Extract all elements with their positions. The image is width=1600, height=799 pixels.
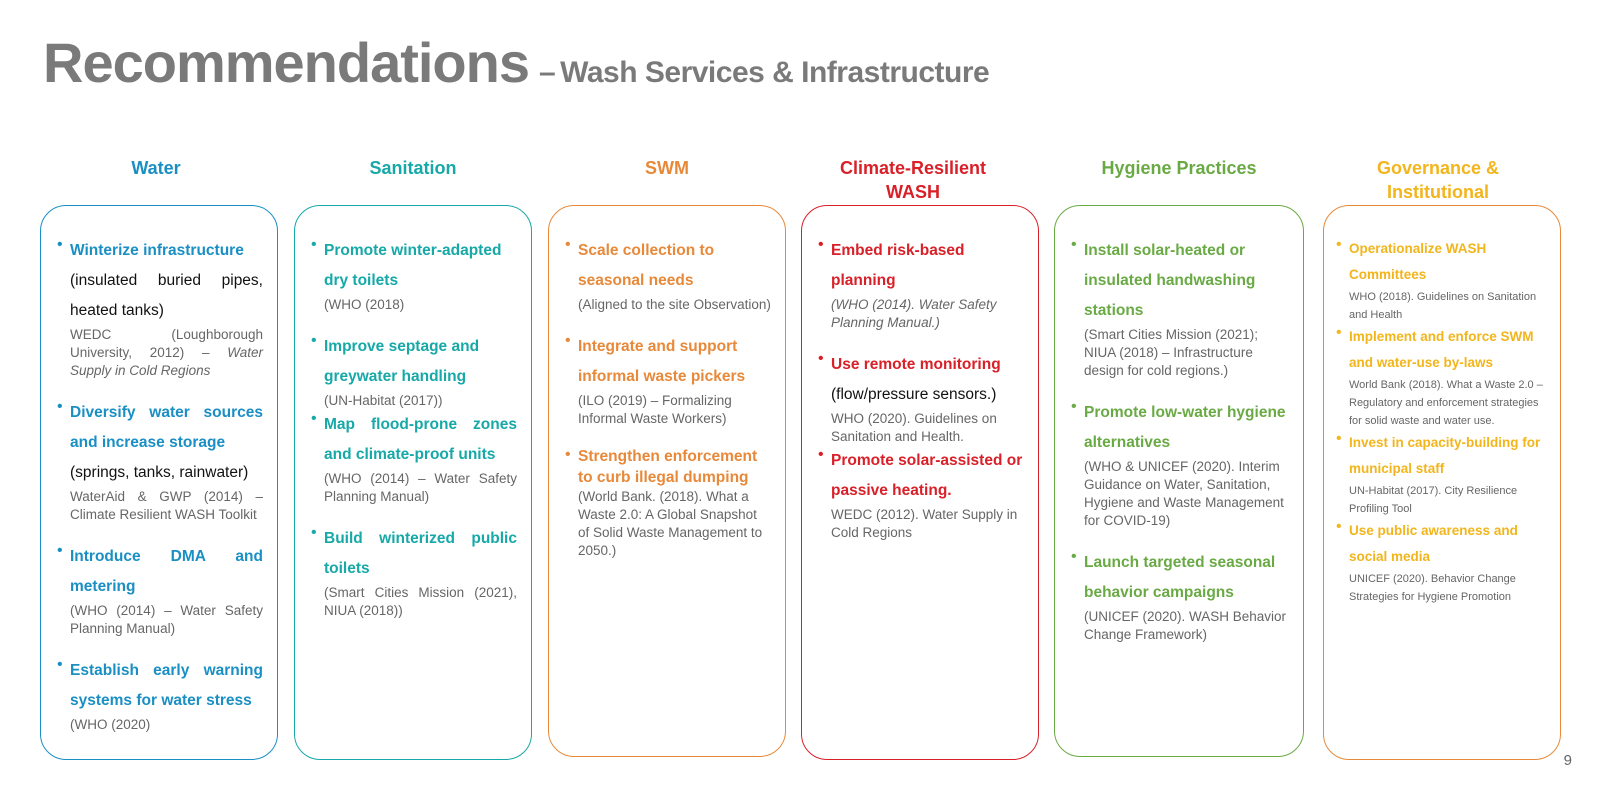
item-citation: (World Bank. (2018). What a Waste 2.0: A… bbox=[578, 489, 763, 558]
climate-heading: Climate-Resilient WASH bbox=[839, 158, 987, 202]
item-heading: Introduce DMA and metering bbox=[70, 548, 263, 595]
list-item: • Implement and enforce SWM and water-us… bbox=[1336, 324, 1546, 430]
item-citation: WHO (2020). Guidelines on Sanitation and… bbox=[831, 411, 997, 444]
governance-heading: Governance & Institutional bbox=[1376, 158, 1500, 202]
list-item: • Build winterized public toilets (Smart… bbox=[311, 524, 517, 618]
item-citation: UN-Habitat (2017). City Resilience Profi… bbox=[1349, 485, 1518, 515]
item-citation: (WHO & UNICEF (2020). Interim Guidance o… bbox=[1084, 459, 1284, 528]
item-citation: WEDC (2012). Water Supply in Cold Region… bbox=[831, 507, 1018, 540]
item-citation: UNICEF (2020). Behavior Change Strategie… bbox=[1349, 573, 1516, 603]
item-citation: World Bank (2018). What a Waste 2.0 – Re… bbox=[1349, 379, 1543, 427]
page-number: 9 bbox=[1563, 752, 1572, 769]
item-citation: WHO (2018). Guidelines on Sanitation and… bbox=[1349, 291, 1537, 321]
list-item: • Embed risk-based planning (WHO (2014).… bbox=[818, 236, 1024, 332]
hygiene-heading: Hygiene Practices bbox=[1101, 158, 1257, 178]
list-item: • Introduce DMA and metering (WHO (2014)… bbox=[57, 542, 263, 636]
list-item: • Install solar-heated or insulated hand… bbox=[1071, 236, 1289, 380]
hygiene-box: • Install solar-heated or insulated hand… bbox=[1054, 205, 1304, 757]
list-item: • Promote low-water hygiene alternatives… bbox=[1071, 398, 1289, 530]
list-item: • Use public awareness and social media … bbox=[1336, 518, 1546, 606]
list-item: • Invest in capacity-building for munici… bbox=[1336, 430, 1546, 518]
item-body: (insulated buried pipes, heated tanks) bbox=[70, 272, 263, 319]
list-item: • Use remote monitoring (flow/pressure s… bbox=[818, 350, 1024, 446]
item-citation: (Smart Cities Mission (2021), NIUA (2018… bbox=[324, 585, 517, 618]
item-citation: (WHO (2018) bbox=[324, 297, 405, 312]
title-dash: – bbox=[539, 56, 556, 89]
list-item: • Launch targeted seasonal behavior camp… bbox=[1071, 548, 1289, 644]
item-heading: Use public awareness and social media bbox=[1349, 523, 1518, 564]
sanitation-heading: Sanitation bbox=[369, 158, 457, 178]
title-main: Recommendations bbox=[43, 31, 530, 94]
item-citation: (UNICEF (2020). WASH Behavior Change Fra… bbox=[1084, 609, 1287, 642]
swm-box: • Scale collection to seasonal needs (Al… bbox=[548, 205, 786, 757]
water-box: • Winterize infrastructure (insulated bu… bbox=[40, 205, 278, 760]
list-item: • Winterize infrastructure (insulated bu… bbox=[57, 236, 263, 378]
item-heading: Map flood-prone zones and climate-proof … bbox=[324, 416, 517, 463]
item-citation: (UN-Habitat (2017)) bbox=[324, 393, 443, 408]
list-item: • Operationalize WASH Committees WHO (20… bbox=[1336, 236, 1546, 324]
list-item: • Diversify water sources and increase s… bbox=[57, 398, 263, 522]
item-citation: (WHO (2014) – Water Safety Planning Manu… bbox=[324, 471, 517, 504]
item-citation-title: Water Supply in Cold Regions bbox=[70, 345, 263, 378]
swm-heading: SWM bbox=[645, 158, 689, 178]
item-heading: Promote low-water hygiene alternatives bbox=[1084, 404, 1286, 451]
item-heading: Launch targeted seasonal behavior campai… bbox=[1084, 554, 1276, 601]
item-heading: Invest in capacity-building for municipa… bbox=[1349, 435, 1541, 476]
list-item: • Promote solar-assisted or passive heat… bbox=[818, 446, 1023, 540]
item-heading: Embed risk-based planning bbox=[831, 242, 965, 289]
list-item: • Strengthen enforcement to curb illegal… bbox=[565, 446, 771, 560]
list-item: • Establish early warning systems for wa… bbox=[57, 656, 263, 732]
item-heading: Winterize infrastructure bbox=[70, 242, 244, 259]
item-heading: Strengthen enforcement to curb illegal d… bbox=[578, 448, 758, 486]
item-heading: Improve septage and greywater handling bbox=[324, 338, 480, 385]
water-heading: Water bbox=[131, 158, 181, 178]
list-item: • Map flood-prone zones and climate-proo… bbox=[311, 410, 517, 504]
item-citation: (Aligned to the site Observation) bbox=[578, 297, 771, 312]
title-subtitle: Wash Services & Infrastructure bbox=[560, 56, 990, 89]
item-heading: Install solar-heated or insulated handwa… bbox=[1084, 242, 1256, 319]
slide-title: Recommendations– Wash Services & Infrast… bbox=[43, 30, 990, 95]
list-item: • Integrate and support informal waste p… bbox=[565, 332, 771, 428]
item-heading: Use remote monitoring bbox=[831, 356, 1001, 373]
item-heading: Build winterized public toilets bbox=[324, 530, 517, 577]
item-citation: (WHO (2014). Water Safety Planning Manua… bbox=[831, 297, 997, 330]
list-item: • Scale collection to seasonal needs (Al… bbox=[565, 236, 771, 312]
item-heading: Scale collection to seasonal needs bbox=[578, 242, 715, 289]
sanitation-box: • Promote winter-adapted dry toilets (WH… bbox=[294, 205, 532, 760]
item-heading: Diversify water sources and increase sto… bbox=[70, 404, 263, 451]
climate-box: • Embed risk-based planning (WHO (2014).… bbox=[801, 205, 1039, 760]
governance-box: • Operationalize WASH Committees WHO (20… bbox=[1323, 205, 1561, 760]
item-citation: (Smart Cities Mission (2021); NIUA (2018… bbox=[1084, 327, 1259, 378]
item-heading: Integrate and support informal waste pic… bbox=[578, 338, 746, 385]
item-citation: WEDC (Loughborough University, 2012) – bbox=[70, 327, 263, 360]
item-heading: Establish early warning systems for wate… bbox=[70, 662, 263, 709]
item-heading: Promote winter-adapted dry toilets bbox=[324, 242, 502, 289]
item-body: (flow/pressure sensors.) bbox=[831, 386, 997, 403]
item-heading: Operationalize WASH Committees bbox=[1349, 241, 1487, 282]
item-citation: (WHO (2014) – Water Safety Planning Manu… bbox=[70, 603, 263, 636]
item-citation: (ILO (2019) – Formalizing Informal Waste… bbox=[578, 393, 732, 426]
item-heading: Implement and enforce SWM and water-use … bbox=[1349, 329, 1534, 370]
list-item: • Promote winter-adapted dry toilets (WH… bbox=[311, 236, 517, 314]
item-heading: Promote solar-assisted or passive heatin… bbox=[831, 452, 1023, 499]
item-citation: WaterAid & GWP (2014) – Climate Resilien… bbox=[70, 489, 263, 522]
list-item: • Improve septage and greywater handling… bbox=[311, 332, 517, 410]
item-citation: (WHO (2020) bbox=[70, 717, 151, 732]
item-body: (springs, tanks, rainwater) bbox=[70, 464, 249, 481]
